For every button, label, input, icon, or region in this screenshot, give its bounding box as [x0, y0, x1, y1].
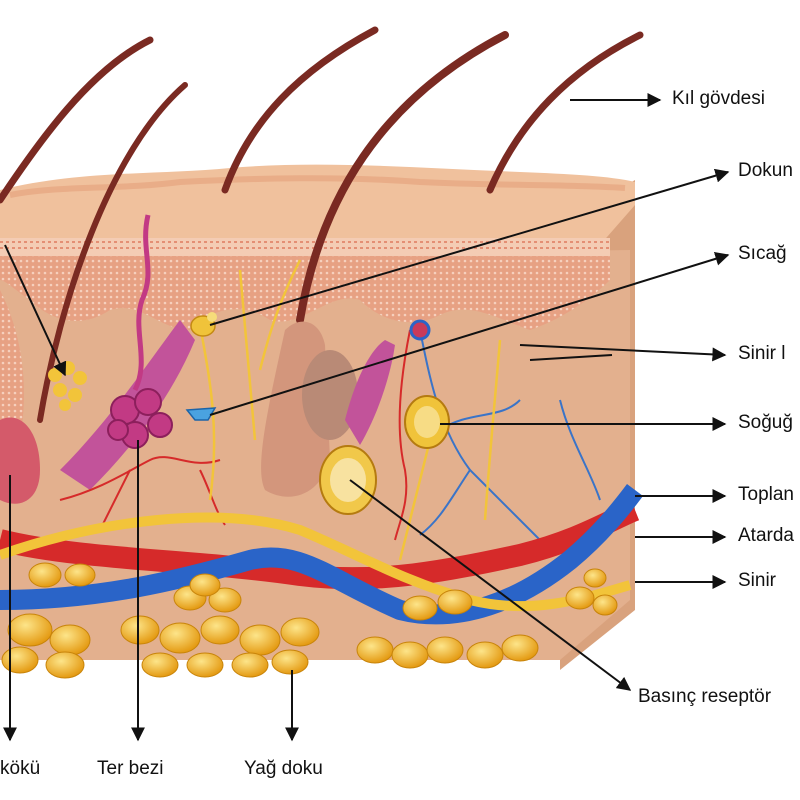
label-artery: Atarda: [738, 525, 794, 547]
label-vein: Toplan: [738, 484, 794, 506]
label-nerve: Sinir: [738, 570, 776, 592]
label-cold-receptor: Soğuğ: [738, 412, 793, 434]
label-heat-receptor: Sıcağ: [738, 243, 787, 265]
cold-receptor: [405, 396, 449, 448]
label-touch-receptor: Dokun: [738, 160, 793, 182]
label-hair-shaft: Kıl gövdesi: [672, 88, 765, 110]
label-sweat-gland: Ter bezi: [97, 758, 164, 780]
pressure-receptor: [320, 446, 376, 514]
label-hair-root: kökü: [0, 758, 40, 780]
label-pressure-receptor: Basınç reseptör: [638, 686, 771, 708]
blue-receptor: [411, 321, 429, 339]
label-nerve-ending: Sinir l: [738, 343, 786, 365]
label-fat-tissue: Yağ doku: [244, 758, 323, 780]
